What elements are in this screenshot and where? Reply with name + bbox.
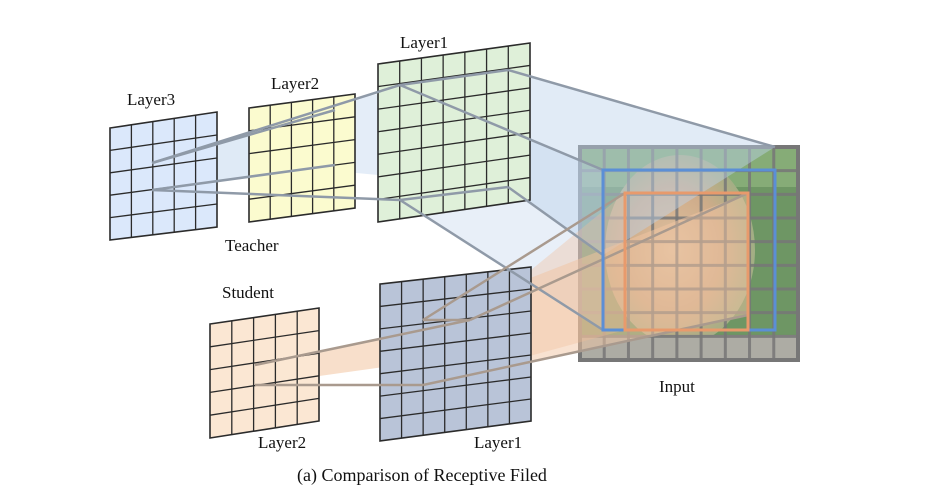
student-line-d <box>422 313 749 387</box>
teacher-layer1-panel <box>377 42 531 223</box>
teacher-layer1-grid <box>377 42 531 223</box>
teacher-line-h <box>507 185 604 257</box>
student-layer1-panel <box>379 266 532 442</box>
teacher-layer1-hline <box>377 154 531 178</box>
teacher-layer2-label: Layer2 <box>271 74 319 93</box>
teacher-line-j <box>399 68 509 87</box>
teacher-line-d <box>151 163 336 192</box>
teacher-layer3-label: Layer3 <box>127 90 175 109</box>
student-line-e <box>469 191 749 322</box>
teacher-layer3-hline <box>109 157 218 174</box>
student-layer1-hline <box>379 376 532 397</box>
student-layer1-hline <box>379 288 532 308</box>
teacher-layer2-hline <box>248 116 356 132</box>
input-label: Input <box>659 377 695 396</box>
student-rf-lines <box>254 191 749 387</box>
teacher-layer1-label: Layer1 <box>400 33 448 52</box>
teacher-label: Teacher <box>225 236 279 255</box>
teacher-rf-lines <box>151 68 776 332</box>
teacher-line-g <box>507 68 776 149</box>
teacher-layer1-hline <box>377 132 531 155</box>
teacher-line-c <box>151 108 336 165</box>
teacher-layer3-hline <box>109 134 218 152</box>
student-layer2-grid <box>209 307 320 439</box>
student-layer2-hline <box>209 397 320 416</box>
teacher-layer1-hline <box>377 109 531 133</box>
teacher-layer3-hline <box>109 203 218 219</box>
teacher-layer3-panel <box>109 111 218 241</box>
student-line-c <box>422 191 626 322</box>
teacher-layer2-grid <box>248 93 356 223</box>
teacher-beam-l1-input <box>508 70 775 255</box>
student-receptive-field-box <box>623 191 750 332</box>
student-line-a <box>254 318 471 367</box>
student-layer1-label: Layer1 <box>474 433 522 452</box>
student-layer1-hline <box>379 398 532 420</box>
student-layer2-panel <box>209 307 320 439</box>
teacher-layer1-hline <box>377 87 531 110</box>
teacher-layer2-hline <box>248 184 356 200</box>
student-layer2-hline <box>209 329 320 348</box>
teacher-layer2-hline <box>248 138 356 155</box>
teacher-layer3-grid <box>109 111 218 241</box>
teacher-line-f <box>399 198 604 332</box>
teacher-line-i <box>399 185 509 202</box>
teacher-layer2-panel <box>248 93 356 223</box>
student-layer1-grid <box>379 266 532 442</box>
student-label: Student <box>222 283 274 302</box>
figure-caption: (a) Comparison of Receptive Filed <box>297 465 547 486</box>
input-grid-frame <box>578 145 800 362</box>
teacher-line-e <box>399 83 604 172</box>
teacher-layer1-hline <box>377 176 531 201</box>
teacher-layer1-hline <box>377 64 531 88</box>
teacher-line-b <box>151 188 401 202</box>
student-layer1-hline <box>379 354 532 375</box>
student-layer1-hline <box>379 332 532 352</box>
student-layer2-label: Layer2 <box>258 433 306 452</box>
